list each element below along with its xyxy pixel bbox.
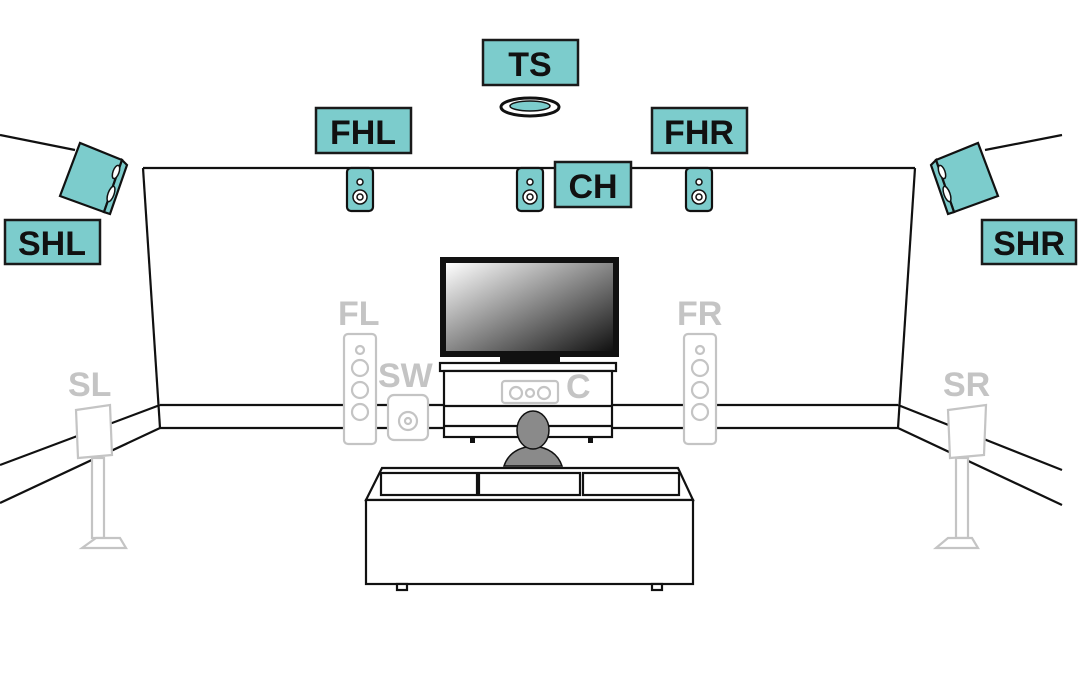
front-height-right-speaker [684, 166, 714, 213]
ch-label-box: CH [553, 160, 633, 209]
fhr-label: FHR [664, 114, 734, 152]
surround-height-right-speaker [929, 141, 1000, 216]
fhr-label-box: FHR [650, 106, 749, 155]
shl-label-box: SHL [3, 218, 102, 266]
surround-right-speaker [932, 403, 988, 550]
subwoofer [386, 393, 430, 442]
television [440, 257, 619, 363]
front-left-speaker [342, 332, 378, 446]
ts-label-box: TS [481, 38, 580, 87]
center-speaker [500, 379, 560, 405]
fl-label: FL [338, 295, 380, 333]
sr-label: SR [943, 366, 990, 404]
shr-label-box: SHR [980, 218, 1078, 266]
shl-label: SHL [18, 225, 86, 263]
surround-height-left-speaker [58, 141, 129, 216]
ts-label: TS [508, 46, 551, 84]
listener-figure [502, 410, 564, 467]
fhl-label-box: FHL [314, 106, 413, 155]
c-label: C [566, 368, 591, 406]
center-height-speaker [515, 166, 545, 213]
fhl-label: FHL [330, 114, 396, 152]
surround-left-speaker [74, 403, 128, 550]
sw-label: SW [378, 357, 434, 395]
top-surround-speaker [499, 96, 561, 118]
front-height-left-speaker [345, 166, 375, 213]
ch-label: CH [568, 168, 617, 206]
sl-label: SL [68, 366, 111, 404]
shr-label: SHR [993, 225, 1065, 263]
sofa [364, 466, 695, 592]
fr-label: FR [677, 295, 722, 333]
front-right-speaker [682, 332, 718, 446]
